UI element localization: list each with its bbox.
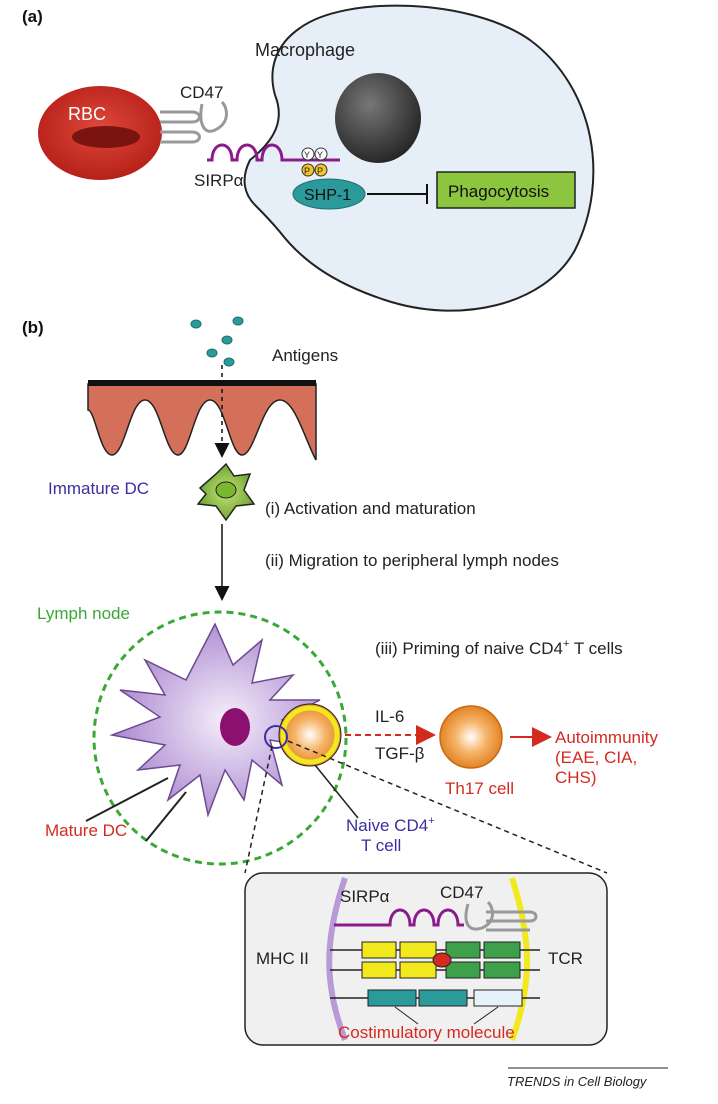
mature-dc-dendrite-2 (145, 791, 187, 842)
naive-t-cell-pointer (314, 764, 359, 819)
mhc-tcr-complex (330, 941, 540, 979)
shp1-protein (292, 178, 366, 210)
shp1-label: SHP-1 (304, 187, 351, 204)
naive-t-cell (278, 703, 342, 767)
p-label-2: P (317, 166, 323, 176)
cd47-label: CD47 (180, 83, 223, 102)
synapse-highlight (264, 725, 288, 749)
autoimmunity-label: Autoimmunity (555, 728, 658, 747)
tgfb-label: TGF-β (375, 744, 425, 763)
th17-label: Th17 cell (445, 779, 514, 798)
panel-a-label: (a) (22, 7, 43, 26)
epithelium-tissue (87, 383, 317, 461)
step-iii-label: (iii) Priming of naive CD4+ T cells (375, 638, 623, 658)
y-residue-1 (301, 147, 315, 161)
inset-tcr-label: TCR (548, 949, 583, 968)
phagocytosis-label: Phagocytosis (448, 182, 549, 201)
mature-dc-label: Mature DC (45, 821, 127, 840)
p-phosphate-2 (314, 163, 328, 177)
t-cell-label: T cell (361, 836, 401, 855)
naive-t-cell-membrane (280, 705, 340, 765)
inset-costim-label: Costimulatory molecule (338, 1023, 515, 1042)
immature-dc-nucleus (215, 481, 237, 499)
inset-sirpa-protein (334, 908, 464, 927)
step-i-label: (i) Activation and maturation (265, 499, 476, 518)
il6-label: IL-6 (375, 707, 404, 726)
costimulatory-complex (330, 989, 540, 1025)
antigens-label: Antigens (272, 346, 338, 365)
y-label-2: Y (317, 150, 323, 160)
p-phosphate-1 (301, 163, 315, 177)
lymph-node-label: Lymph node (37, 604, 130, 623)
rbc-label: RBC (68, 104, 106, 124)
autoimmunity-line2: (EAE, CIA, (555, 748, 637, 767)
panel-b-label: (b) (22, 318, 44, 337)
dc-membrane (326, 877, 348, 1042)
step-ii-label: (ii) Migration to peripheral lymph nodes (265, 551, 559, 570)
antigen-particles (190, 316, 244, 367)
macrophage-nucleus (335, 73, 421, 163)
macrophage-cell (243, 4, 595, 312)
inset-sirpa-label: SIRPα (340, 887, 390, 906)
rbc-center (72, 126, 140, 148)
y-residue-2 (314, 147, 328, 161)
autoimmunity-line3: CHS) (555, 768, 597, 787)
footer-journal: TRENDS in Cell Biology (507, 1074, 648, 1089)
mature-dc-dendrite-1 (85, 777, 169, 822)
naive-cd4-label: Naive CD4+ (346, 815, 435, 835)
immature-dc-label: Immature DC (48, 479, 149, 498)
epithelium-border (88, 380, 316, 386)
t-cell-membrane-inset (509, 877, 530, 1042)
macrophage-label: Macrophage (255, 40, 355, 60)
zoom-line-left (244, 745, 273, 874)
p-label-1: P (304, 166, 310, 176)
inset-cd47-protein (464, 900, 538, 932)
lymph-node (92, 610, 348, 866)
cd47-protein (160, 100, 228, 144)
sirpa-label: SIRPα (194, 171, 244, 190)
y-label-1: Y (304, 150, 310, 160)
phagocytosis-box (436, 171, 576, 209)
inset-mhc-label: MHC II (256, 949, 309, 968)
inset-cd47-label: CD47 (440, 883, 483, 902)
th17-cell (439, 705, 503, 769)
mature-dc-nucleus (220, 708, 250, 746)
sirpa-protein (207, 143, 340, 162)
zoom-line-right (287, 740, 608, 874)
